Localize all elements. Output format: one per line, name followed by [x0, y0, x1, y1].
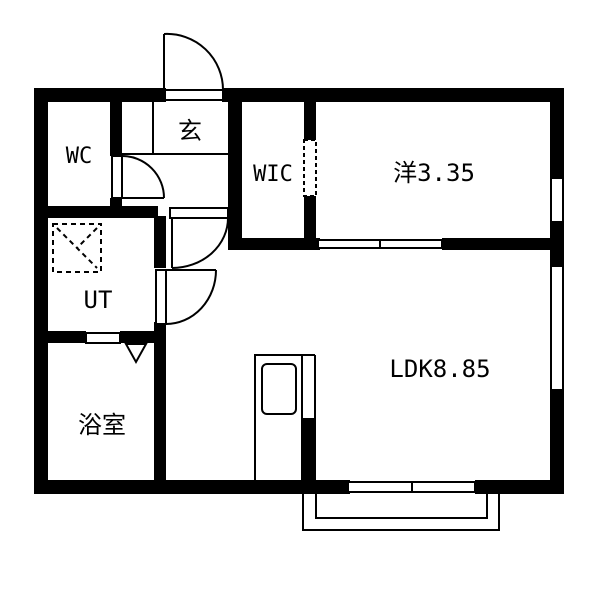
ldk-door [169, 207, 229, 269]
room-label-genkan: 玄 [178, 117, 202, 145]
wc-door [111, 155, 165, 199]
balcony [302, 494, 500, 531]
washer-space [52, 223, 102, 273]
room-label-ut: UT [84, 286, 113, 314]
kitchen-counter [254, 354, 316, 482]
room-label-western: 洋3.35 [393, 159, 475, 187]
ut-door [155, 269, 217, 325]
room-label-wc: WC [66, 144, 93, 169]
walls [34, 88, 564, 494]
room-label-wic: WIC [253, 162, 293, 187]
windows [317, 177, 564, 493]
bath-door [85, 332, 148, 365]
room-label-bath: 浴室 [78, 411, 126, 439]
wic-door [303, 139, 317, 197]
entrance-door [163, 32, 225, 101]
room-label-ldk: LDK8.85 [389, 355, 490, 383]
genkan-step [122, 100, 228, 155]
